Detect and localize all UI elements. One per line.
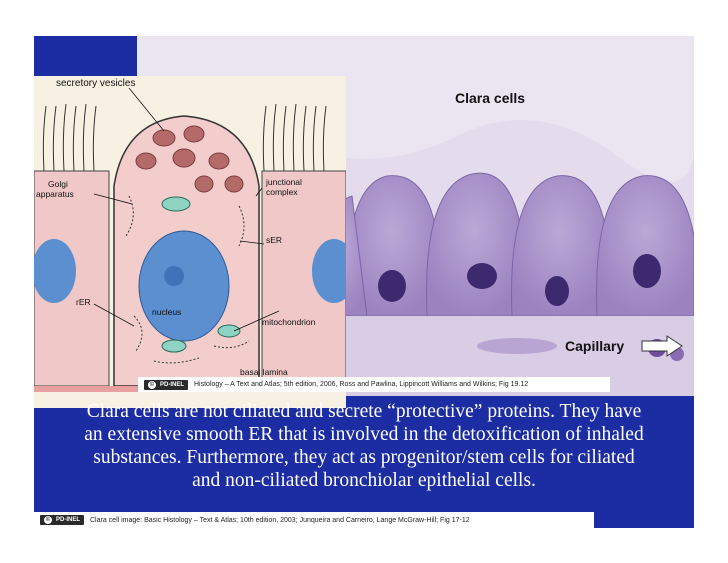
figure-credit-1: ©PD-INEL Histology – A Text and Atlas; 5… bbox=[138, 377, 610, 392]
diagram-label-rer: rER bbox=[76, 297, 91, 307]
micrograph-image: Clara cells Capillary bbox=[137, 36, 694, 396]
diagram-illustration bbox=[34, 76, 356, 408]
figure-credit-1-text: Histology – A Text and Atlas; 5th editio… bbox=[194, 381, 529, 388]
diagram-label-golgi: Golgi bbox=[48, 179, 68, 189]
figure-credit-2: ©PD-INEL Clara cell image: Basic Histolo… bbox=[34, 512, 594, 528]
copyright-icon: © bbox=[44, 516, 52, 524]
diagram-label-secretory-vesicles: secretory vesicles bbox=[56, 78, 136, 89]
diagram-label-nucleus: nucleus bbox=[152, 307, 182, 317]
body-line-3: substances. Furthermore, they act as pro… bbox=[93, 447, 635, 468]
license-badge-1: ©PD-INEL bbox=[144, 379, 188, 390]
license-badge-2: ©PD-INEL bbox=[40, 515, 84, 525]
diagram-label-complex: complex bbox=[266, 187, 298, 197]
diagram-label-basal-lamina: basal lamina bbox=[240, 367, 288, 377]
body-line-4: and non-ciliated bronchiolar epithelial … bbox=[192, 470, 536, 491]
copyright-icon: © bbox=[148, 380, 156, 389]
clara-cell-diagram: secretory vesicles Golgi apparatus junct… bbox=[34, 76, 356, 408]
diagram-label-mitochondrion: mitochondrion bbox=[262, 317, 316, 327]
capillary-label: Capillary bbox=[565, 338, 625, 354]
diagram-label-ser: sER bbox=[266, 235, 283, 245]
body-line-1: Clara cells are not ciliated and secrete… bbox=[86, 401, 642, 422]
diagram-label-apparatus: apparatus bbox=[36, 189, 74, 199]
slide-body-text: Clara cells are not ciliated and secrete… bbox=[34, 400, 694, 492]
body-line-2: an extensive smooth ER that is involved … bbox=[84, 424, 644, 445]
clara-cells-label: Clara cells bbox=[455, 90, 526, 106]
figure-credit-2-text: Clara cell image: Basic Histology – Text… bbox=[90, 516, 470, 524]
diagram-label-junctional: junctional bbox=[266, 177, 302, 187]
slide: Clara cells Capillary bbox=[34, 36, 694, 528]
